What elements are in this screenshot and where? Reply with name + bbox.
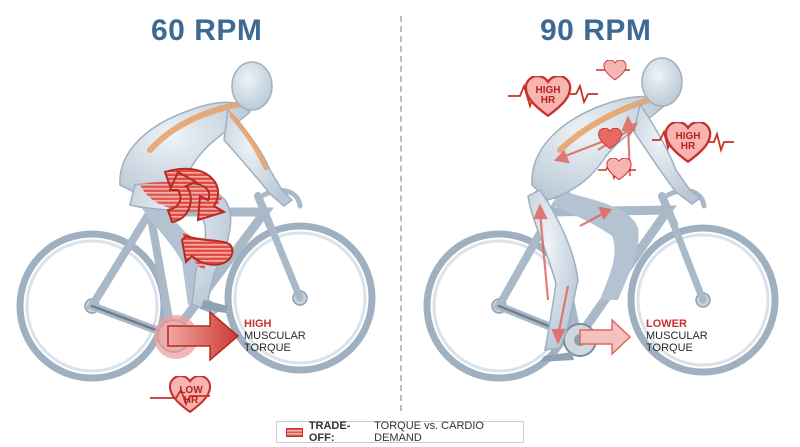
- lower-muscular-torque-label: LOWER MUSCULAR TORQUE: [646, 318, 708, 354]
- high-hr-right-line2: HR: [680, 141, 696, 152]
- high-hr-label-right: HIGH HR: [674, 132, 702, 152]
- legend-text: TORQUE vs. CARDIO DEMAND: [374, 420, 484, 444]
- tradeoff-legend: TRADE-OFF: TORQUE vs. CARDIO DEMAND: [276, 420, 524, 444]
- bike-left: [16, 61, 376, 382]
- title-90rpm: 90 RPM: [540, 14, 652, 47]
- rider-right: [527, 57, 702, 362]
- title-60rpm: 60 RPM: [151, 14, 263, 47]
- legend-lead: TRADE-OFF:: [308, 420, 351, 444]
- high-hr-label-left: HIGH HR: [534, 86, 562, 106]
- torque-line2-right: TORQUE: [646, 342, 693, 354]
- panel-divider: [400, 16, 402, 411]
- high-hr-right-line1: HIGH: [675, 131, 701, 142]
- high-hr-heart-right: [652, 122, 734, 163]
- torque-line2-left: TORQUE: [244, 342, 291, 354]
- torque-line1-left: MUSCULAR: [244, 330, 306, 342]
- high-torque-arrow: [154, 310, 240, 362]
- high-muscular-torque-label: HIGH MUSCULAR TORQUE: [244, 318, 306, 354]
- lower-torque-arrow: [579, 318, 632, 356]
- small-heart-top: [596, 60, 630, 81]
- high-hr-heart-left: [508, 76, 598, 117]
- torque-emphasis-right: LOWER: [646, 318, 687, 330]
- small-heart-mid: [598, 158, 636, 181]
- low-hr-label: LOW HR: [176, 386, 206, 406]
- front-wheel-left: [224, 222, 376, 374]
- bike-right: [423, 57, 779, 382]
- high-hr-left-line1: HIGH: [535, 85, 561, 96]
- low-hr-label-emphasis: LOW: [179, 385, 203, 396]
- legend-swatch: [286, 427, 303, 437]
- torque-rotation-arrows: [163, 167, 234, 266]
- torque-emphasis-left: HIGH: [244, 318, 272, 330]
- low-hr-label-unit: HR: [183, 395, 199, 406]
- torque-line1-right: MUSCULAR: [646, 330, 708, 342]
- high-hr-left-line2: HR: [540, 95, 556, 106]
- low-hr-heart: [150, 376, 212, 413]
